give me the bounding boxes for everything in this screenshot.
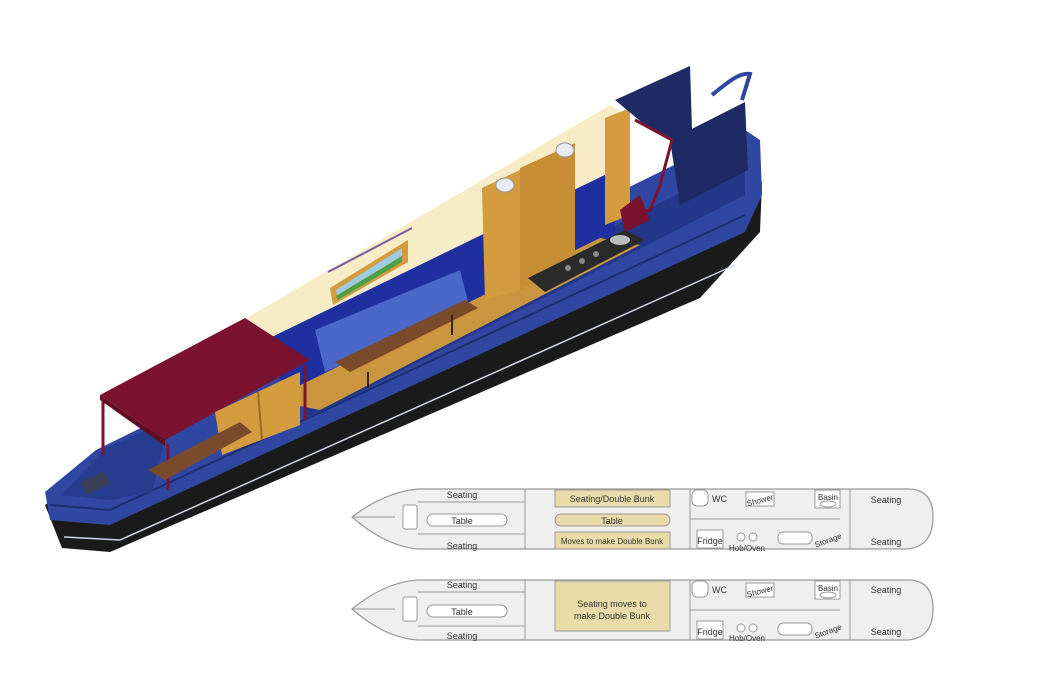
boat-cutaway-illustration — [45, 66, 762, 552]
stern-cabin — [615, 66, 692, 140]
bench-seat — [315, 270, 470, 372]
label-basin: Basin — [818, 584, 838, 593]
label-make-double-bunk: make Double Bunk — [574, 611, 651, 621]
hull-stripe — [63, 264, 736, 541]
label-seating: Seating — [871, 627, 902, 637]
label-seating: Seating — [447, 490, 478, 500]
label-seating: Seating — [871, 585, 902, 595]
label-wc: WC — [712, 585, 727, 595]
label-table: Table — [451, 516, 473, 526]
label-hob-oven: Hob/Oven — [729, 544, 765, 553]
label-table: Table — [451, 607, 473, 617]
label-wc: WC — [712, 494, 727, 504]
stern-hatch — [670, 102, 748, 205]
window-picture — [327, 227, 413, 305]
label-hob-oven: Hob/Oven — [729, 634, 765, 643]
label-seating: Seating — [871, 495, 902, 505]
label-fridge: Fridge — [697, 536, 723, 546]
bulkhead-wood — [482, 170, 520, 300]
cockpit-table — [148, 422, 252, 480]
label-seating: Seating — [447, 631, 478, 641]
porthole — [495, 177, 515, 193]
label-table-center: Table — [601, 516, 623, 526]
label-seating: Seating — [447, 541, 478, 551]
label-seating-double-bunk: Seating/Double Bunk — [570, 494, 655, 504]
label-seating: Seating — [447, 580, 478, 590]
gunwale-edge — [49, 214, 746, 512]
bulkhead-wood-3 — [605, 108, 630, 225]
label-basin: Basin — [818, 493, 838, 502]
label-fridge: Fridge — [697, 627, 723, 637]
label-moves-double-bunk: Moves to make Double Bunk — [561, 537, 664, 546]
label-seating-moves: Seating moves to — [577, 599, 647, 609]
saloon-table — [335, 300, 478, 372]
galley-counter — [528, 230, 645, 292]
floor-plan-bottom: Seating Seating Table Seating moves to m… — [351, 579, 934, 643]
floor-plan-top: Seating Seating Table Seating/Double Bun… — [351, 488, 934, 553]
porthole-2 — [555, 142, 575, 158]
label-seating: Seating — [871, 537, 902, 547]
bulkhead-wood-2 — [520, 143, 575, 290]
deck-hatch — [80, 471, 110, 495]
tiller — [710, 71, 753, 101]
